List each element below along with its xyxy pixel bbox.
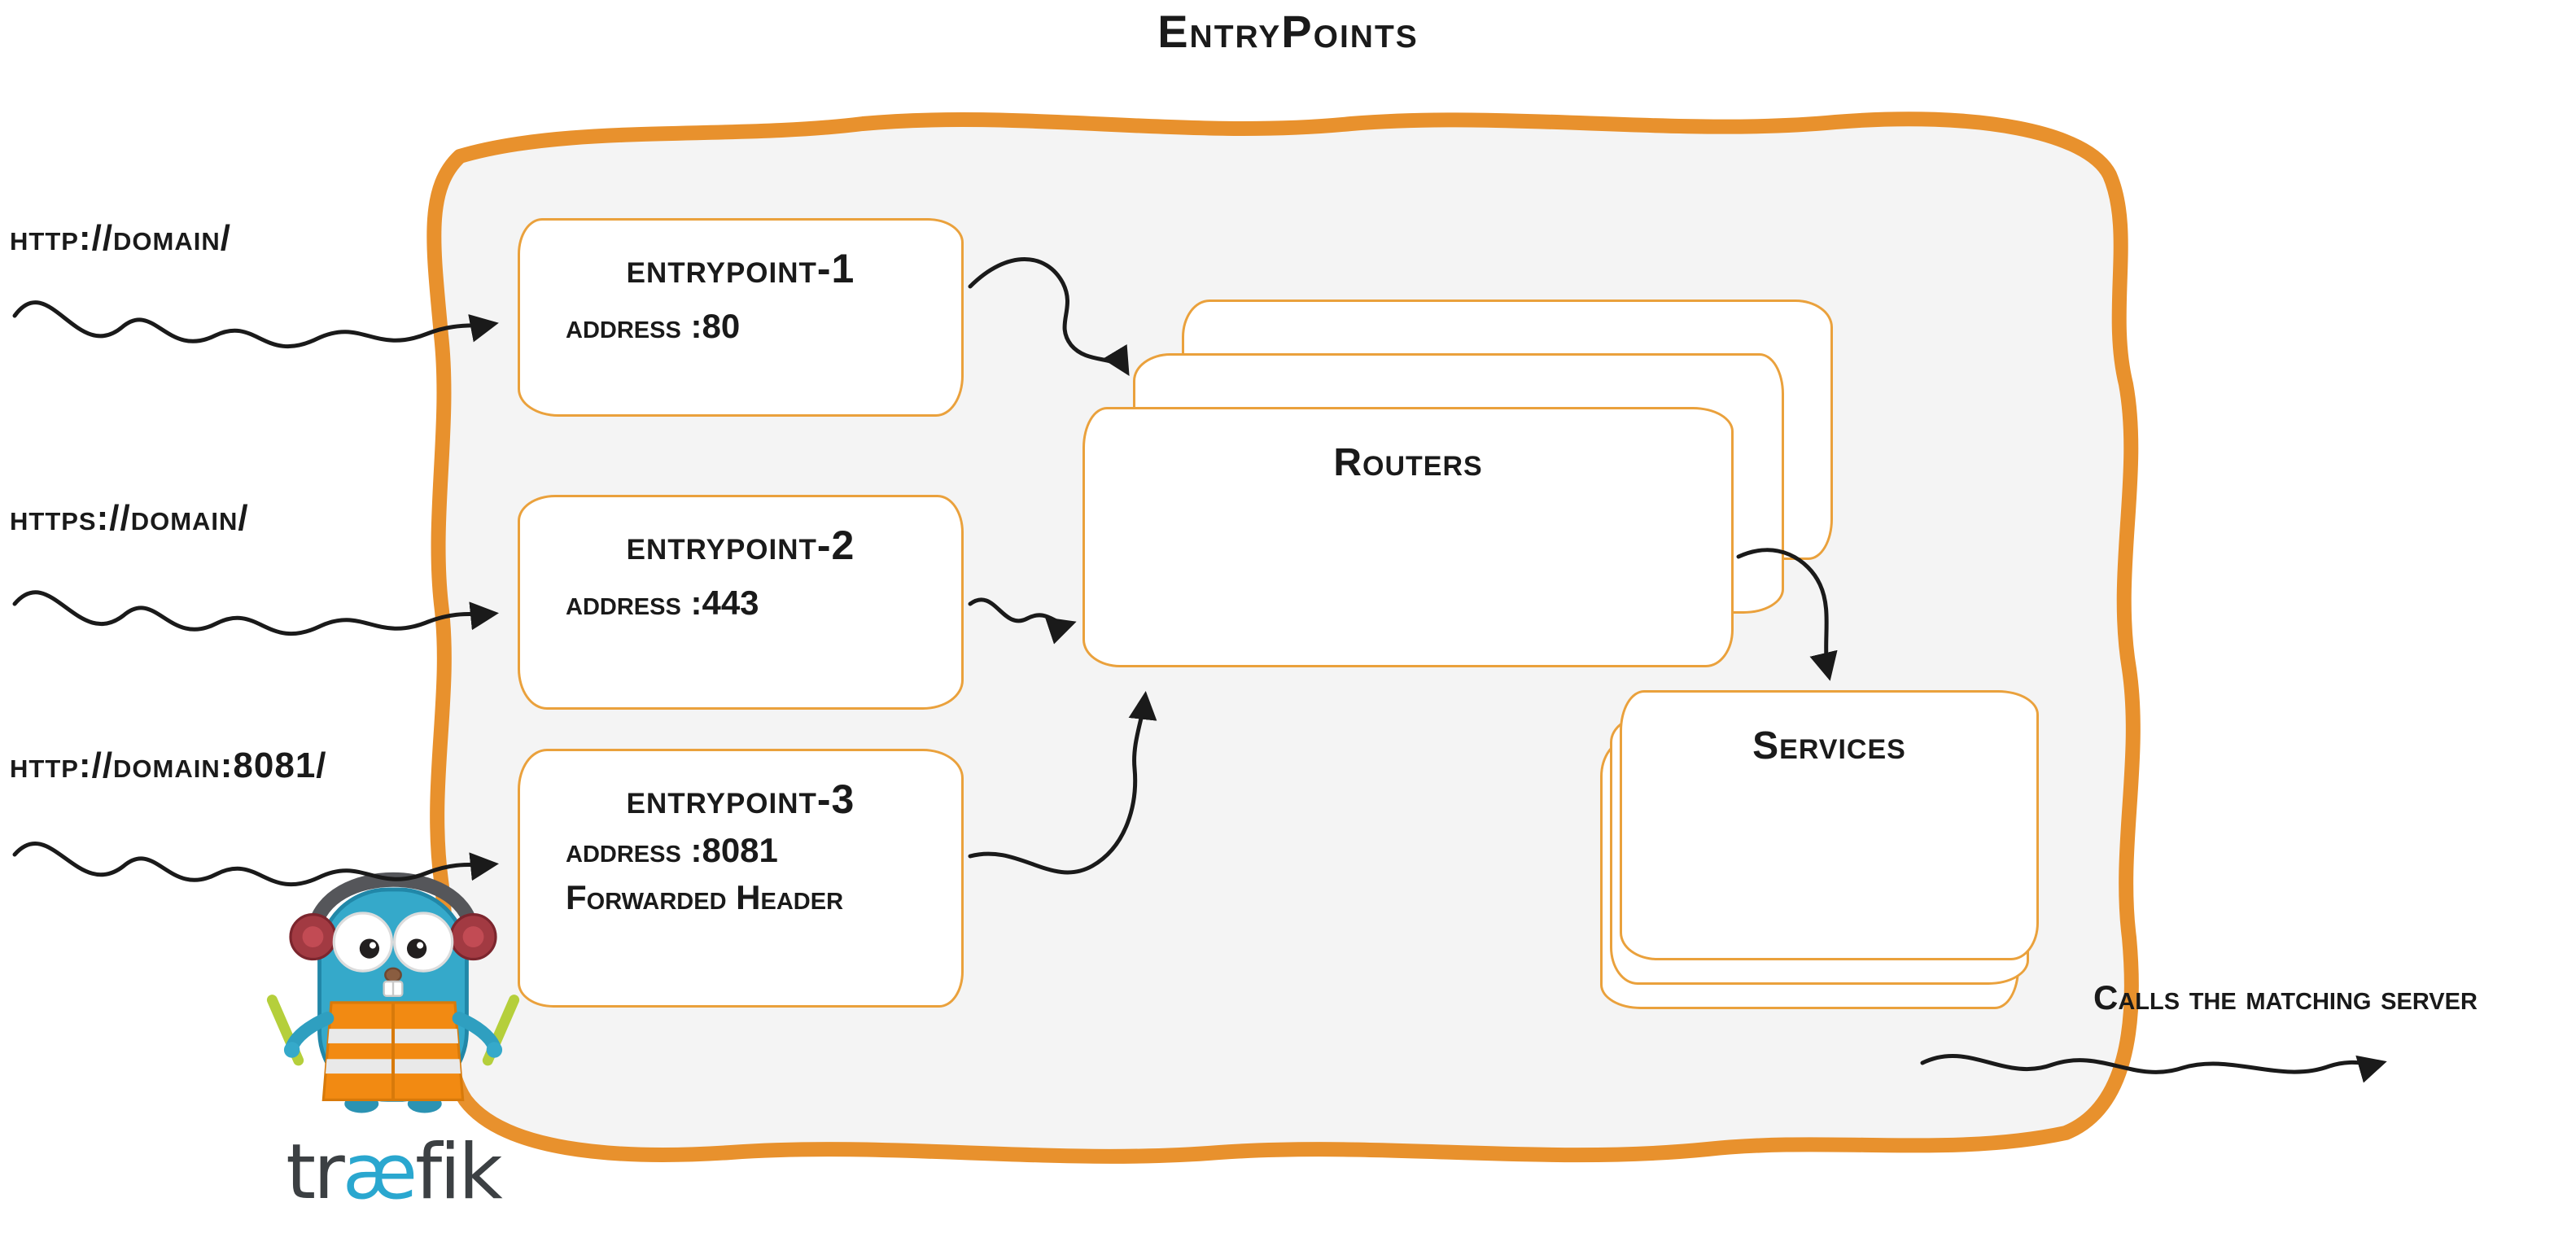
entrypoint-3-address: address :8081 [566, 831, 778, 869]
wordmark-ae-ligature: æ [342, 1128, 418, 1217]
request-label-https: https://domain/ [10, 498, 249, 538]
request-label-http-8081: http://domain:8081/ [10, 745, 327, 785]
traefik-wordmark: træfik [259, 1128, 527, 1217]
entrypoint-1-address: address :80 [566, 307, 741, 345]
arrow-request-2-icon [12, 590, 499, 636]
gopher-pupil-right [406, 938, 427, 959]
arrow-ep3-to-routers-icon [968, 691, 1157, 875]
arrow-ep2-to-routers-icon [968, 597, 1077, 645]
services-box: Services [1620, 690, 2039, 960]
gopher-nose [384, 967, 402, 983]
routers-box: Routers [1082, 407, 1734, 667]
headphone-cup-left-inner [302, 926, 324, 947]
entrypoint-2-title: entrypoint-2 [626, 522, 855, 568]
headphone-cup-right-inner [462, 926, 484, 947]
entrypoint-2-box: entrypoint-2 address :443 [518, 495, 964, 710]
diagram-title: EntryPoints [1157, 6, 1419, 57]
services-label: Services [1752, 724, 1906, 767]
gopher-pupil-left [359, 938, 380, 959]
routers-label: Routers [1333, 441, 1483, 484]
entrypoint-1-title: entrypoint-1 [626, 246, 855, 291]
arrow-services-out-icon [1920, 1054, 2387, 1083]
gopher-hand-left [283, 1042, 300, 1058]
entrypoint-3-title: entrypoint-3 [626, 776, 855, 822]
gopher-hand-right [486, 1042, 503, 1058]
traefik-gopher-mascot [266, 872, 520, 1113]
entrypoint-2-address: address :443 [566, 584, 759, 622]
entrypoint-1-box: entrypoint-1 address :80 [518, 218, 964, 417]
arrow-ep1-to-routers-icon [968, 257, 1130, 376]
arrow-request-1-icon [12, 300, 499, 349]
request-label-http: http://domain/ [10, 218, 231, 258]
wordmark-post: fik [415, 1128, 503, 1217]
wordmark-pre: tr [286, 1128, 344, 1217]
gopher-eye-highlight-left [369, 942, 376, 949]
entrypoint-3-box: entrypoint-3 address :8081 Forwarded Hea… [518, 749, 964, 1008]
gopher-eye-highlight-right [417, 942, 424, 949]
entrypoint-3-forwarded-header: Forwarded Header [566, 878, 844, 916]
outgoing-call-label: Calls the matching server [2093, 978, 2478, 1017]
